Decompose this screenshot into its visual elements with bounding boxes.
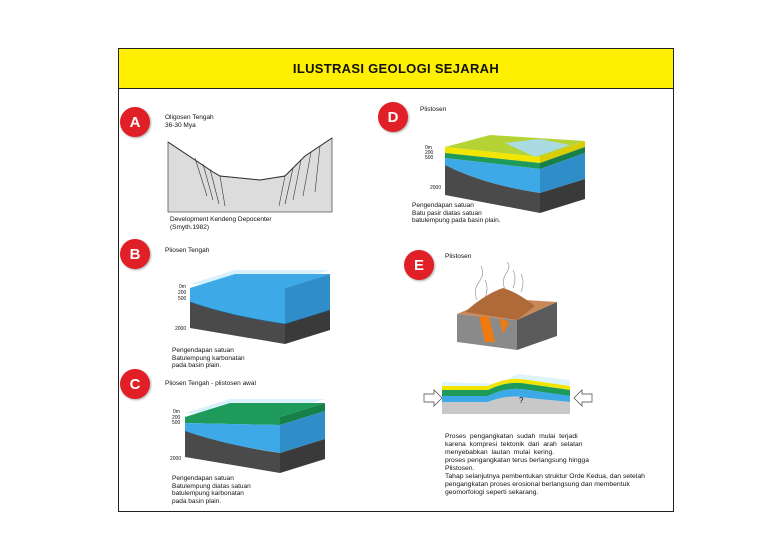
panel-d-badge: D bbox=[378, 102, 408, 132]
panel-e-caption: Proses pengangkatan sudah mulai terjadi … bbox=[445, 433, 645, 496]
panel-b-basin-block bbox=[189, 270, 331, 344]
panel-d-caption: Pengendapan satuan Batu pasir diatas sat… bbox=[412, 202, 501, 224]
panel-a-letter: A bbox=[129, 113, 141, 131]
panel-b-letter: B bbox=[129, 245, 141, 263]
panel-c-epoch: Pliosen Tengah - plistosen awal bbox=[165, 380, 256, 387]
panel-c-tick-0: 0m bbox=[173, 409, 180, 415]
left-arrow-icon bbox=[423, 389, 443, 407]
panel-d-letter: D bbox=[387, 108, 399, 126]
panel-c-tick-500: 500 bbox=[172, 420, 181, 426]
panel-d-basin-block bbox=[445, 135, 585, 213]
panel-d-tick-500: 500 bbox=[425, 155, 434, 161]
panel-c-tick-200: 200 bbox=[172, 415, 181, 421]
panel-e-badge: E bbox=[404, 250, 434, 280]
panel-a-caption-2: (Smyth.1982) bbox=[170, 224, 210, 231]
panel-b-tick-200: 200 bbox=[178, 290, 187, 296]
panel-e-question-mark: ? bbox=[519, 396, 524, 405]
panel-a-age: 36-30 Mya bbox=[165, 122, 196, 129]
panel-e-letter: E bbox=[413, 256, 424, 274]
panel-a-depocenter-sketch bbox=[167, 137, 333, 213]
panel-b-tick-0: 0m bbox=[179, 284, 186, 290]
panel-e-uplift-cross-section bbox=[423, 374, 593, 414]
panel-c-tick-2000: 2000 bbox=[170, 456, 182, 462]
panel-d-tick-0: 0m bbox=[425, 145, 432, 151]
title-bar: ILUSTRASI GEOLOGI SEJARAH bbox=[119, 49, 673, 89]
panel-b-caption: Pengendapan satuan Batulempung karbonata… bbox=[172, 347, 245, 369]
panel-b-tick-500: 500 bbox=[178, 296, 187, 302]
panel-c-letter: C bbox=[129, 375, 141, 393]
panel-d-tick-200: 200 bbox=[425, 150, 434, 156]
panel-c-basin-block bbox=[185, 399, 325, 473]
panel-b-tick-2000: 2000 bbox=[175, 326, 187, 332]
panel-b-epoch: Pliosen Tengah bbox=[165, 247, 210, 254]
page-title: ILUSTRASI GEOLOGI SEJARAH bbox=[292, 61, 500, 76]
panel-d-epoch: Plistosen bbox=[420, 106, 447, 113]
panel-b-badge: B bbox=[120, 239, 150, 269]
panel-e-volcano-block bbox=[457, 261, 557, 350]
panel-c-badge: C bbox=[120, 369, 150, 399]
panel-d-tick-2000: 2000 bbox=[430, 185, 442, 191]
right-arrow-icon bbox=[573, 389, 593, 407]
panel-e-epoch: Plistosen bbox=[445, 253, 472, 260]
panel-a-epoch: Oligosen Tengah bbox=[165, 114, 214, 121]
panel-c-caption: Pengendapan satuan Batulempung diatas sa… bbox=[172, 475, 251, 505]
panel-a-badge: A bbox=[120, 107, 150, 137]
panel-a-caption-1: Development Kendeng Depocenter bbox=[170, 216, 272, 223]
